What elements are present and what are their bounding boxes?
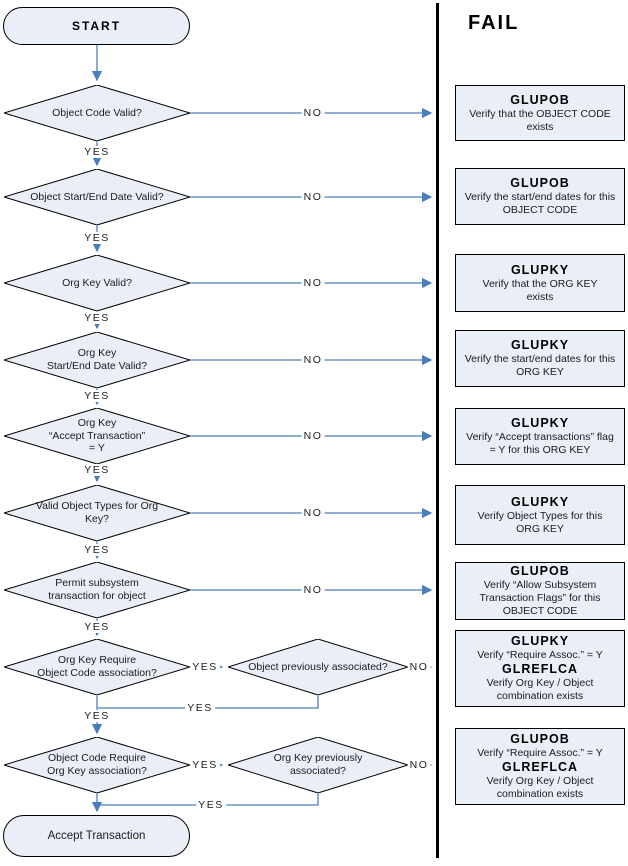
fail-box-body: Verify that the ORG KEY exists (482, 277, 598, 303)
fail-box-title: GLUPOB (510, 92, 570, 107)
decision-object-dates-valid: Object Start/End Date Valid? (4, 169, 190, 225)
no-tag: NO (301, 107, 325, 119)
yes-tag: YES (82, 621, 112, 633)
fail-box-glupky-orgkey-dates: GLUPKY Verify the start/end dates for th… (455, 330, 625, 387)
yes-tag: YES (82, 232, 112, 244)
fail-box-glupob-object-exists: GLUPOB Verify that the OBJECT CODE exist… (455, 85, 625, 141)
decision-label: Object Start/End Date Valid? (30, 190, 164, 203)
decision-label: Org Key Require Object Code association? (37, 654, 157, 679)
fail-box-title: GLUPOB (510, 732, 570, 747)
decision-label: Object Code Require Org Key association? (47, 752, 147, 777)
yes-tag: YES (82, 390, 112, 402)
end-label: Accept Transaction (47, 830, 146, 842)
decision-org-key-require-assoc: Org Key Require Object Code association? (4, 639, 190, 695)
fail-divider (436, 3, 439, 858)
fail-box-body: Verify “Require Assoc.” = Y (477, 649, 603, 662)
no-tag: NO (301, 584, 325, 596)
fail-box-glupob-object-dates: GLUPOB Verify the start/end dates for th… (455, 168, 625, 225)
connector-yes-sub8-loop (98, 695, 319, 709)
connector-yes-sub9-loop (98, 793, 319, 806)
fail-box-title2: GLREFLCA (501, 760, 579, 775)
fail-box-title: GLUPKY (510, 262, 570, 277)
yes-tag: YES (82, 146, 112, 158)
fail-box-title: GLUPKY (510, 494, 570, 509)
fail-box-body: Verify the start/end dates for this ORG … (464, 353, 616, 378)
decision-permit-subsystem: Permit subsystem transaction for object (4, 562, 190, 618)
decision-object-code-valid: Object Code Valid? (4, 85, 190, 141)
fail-box-body: Verify “Require Assoc.” = Y (477, 747, 603, 760)
decision-label: Permit subsystem transaction for object (48, 577, 146, 602)
fail-box-body2: Verify Org Key / Object combination exis… (486, 677, 594, 702)
fail-box-glupob-subsystem-flags: GLUPOB Verify “Allow Subsystem Transacti… (455, 562, 625, 620)
yes-tag: YES (82, 544, 112, 556)
yes-tag: YES (82, 710, 112, 722)
fail-box-glupky-orgkey-exists: GLUPKY Verify that the ORG KEY exists (455, 254, 625, 312)
fail-box-glupky-accept-flag: GLUPKY Verify “Accept transactions” flag… (455, 408, 625, 465)
decision-label: Object previously associated? (248, 660, 388, 673)
decision-org-key-dates-valid: Org Key Start/End Date Valid? (4, 332, 190, 388)
yes-tag: YES (82, 464, 112, 476)
start-label: START (71, 19, 122, 33)
decision-valid-object-types: Valid Object Types for Org Key? (4, 485, 190, 541)
decision-label: Org Key previously associated? (273, 752, 363, 777)
no-tag: NO (301, 277, 325, 289)
fail-box-glupky-glreflca: GLUPKY Verify “Require Assoc.” = Y GLREF… (455, 630, 625, 707)
decision-label: Org Key “Accept Transaction” = Y (48, 417, 146, 455)
yes-tag: YES (190, 661, 220, 673)
fail-box-title: GLUPKY (510, 338, 570, 353)
yes-tag: YES (196, 799, 226, 811)
yes-tag: YES (185, 702, 215, 714)
no-tag: NO (407, 759, 431, 771)
decision-org-key-valid: Org Key Valid? (4, 255, 190, 311)
decision-object-code-require-assoc: Object Code Require Org Key association? (4, 737, 190, 793)
decision-org-key-previously-associated: Org Key previously associated? (228, 737, 408, 793)
decision-label: Org Key Start/End Date Valid? (46, 347, 148, 372)
decision-label: Valid Object Types for Org Key? (35, 500, 159, 525)
no-tag: NO (301, 430, 325, 442)
fail-box-body: Verify Object Types for this ORG KEY (477, 509, 603, 535)
decision-label: Org Key Valid? (62, 276, 132, 289)
no-tag: NO (301, 507, 325, 519)
decision-label: Object Code Valid? (52, 106, 142, 119)
fail-box-glupob-glreflca: GLUPOB Verify “Require Assoc.” = Y GLREF… (455, 728, 625, 805)
fail-box-title: GLUPKY (510, 416, 570, 431)
decision-accept-transaction-flag: Org Key “Accept Transaction” = Y (4, 408, 190, 464)
no-tag: NO (301, 354, 325, 366)
yes-tag: YES (82, 312, 112, 324)
start-node: START (3, 7, 190, 45)
fail-box-title: GLUPOB (510, 176, 570, 191)
fail-box-title2: GLREFLCA (501, 662, 579, 677)
fail-box-body: Verify “Allow Subsystem Transaction Flag… (479, 579, 601, 617)
fail-box-glupky-object-types: GLUPKY Verify Object Types for this ORG … (455, 485, 625, 545)
fail-box-title: GLUPKY (510, 634, 570, 649)
yes-tag: YES (190, 759, 220, 771)
decision-object-previously-associated: Object previously associated? (228, 639, 408, 695)
no-tag: NO (407, 661, 431, 673)
fail-box-body2: Verify Org Key / Object combination exis… (486, 775, 594, 800)
fail-box-body: Verify that the OBJECT CODE exists (469, 107, 611, 133)
fail-title: FAIL (468, 12, 520, 34)
fail-box-body: Verify the start/end dates for this OBJE… (464, 191, 616, 216)
end-node: Accept Transaction (3, 815, 190, 857)
no-tag: NO (301, 191, 325, 203)
fail-box-title: GLUPOB (510, 564, 570, 579)
fail-box-body: Verify “Accept transactions” flag = Y fo… (466, 431, 614, 456)
